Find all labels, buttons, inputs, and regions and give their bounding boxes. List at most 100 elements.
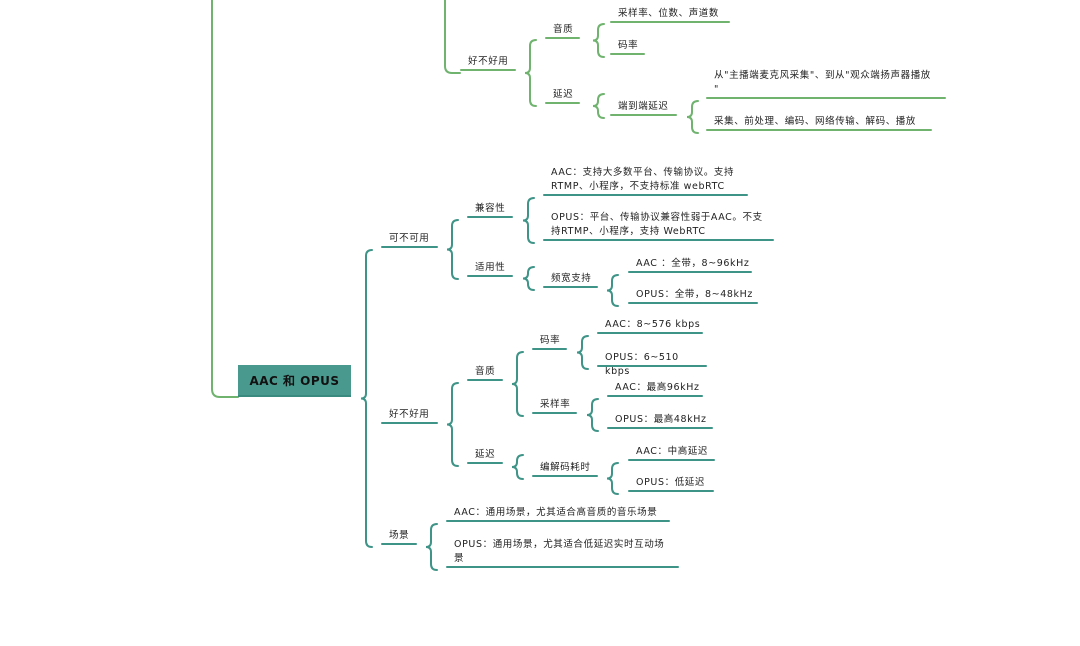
node-label: OPUS：平台、传输协议兼容性弱于AAC。不支 持RTMP、小程序，支持 Web… [551, 212, 763, 237]
node-quality-top[interactable]: 音质 [545, 23, 580, 39]
bracket-connector [592, 93, 605, 119]
node-underline [460, 68, 516, 71]
node-codec-opus[interactable]: OPUS：低延迟 [628, 476, 714, 492]
node-label: 采样率 [540, 399, 571, 410]
node-latency-top[interactable]: 延迟 [545, 88, 580, 104]
node-compatibility[interactable]: 兼容性 [467, 202, 513, 218]
bracket-connector [524, 39, 537, 107]
node-underline [545, 101, 580, 104]
node-label: 延迟 [475, 449, 496, 460]
node-underline [467, 274, 513, 277]
node-scene-opus[interactable]: OPUS：通用场景，尤其适合低延迟实时互动场 景 [446, 538, 679, 568]
node-scene-aac[interactable]: AAC：通用场景，尤其适合高音质的音乐场景 [446, 506, 670, 522]
node-underline [610, 52, 645, 55]
node-label: OPUS：最高48kHz [615, 414, 707, 425]
node-underline [597, 364, 707, 367]
node-label: AAC：最高96kHz [615, 382, 700, 393]
node-sample-opus[interactable]: OPUS：最高48kHz [607, 413, 713, 429]
node-underline [381, 245, 438, 248]
node-underline [610, 20, 730, 23]
node-bitrate-aac[interactable]: AAC：8~576 kbps [597, 318, 703, 334]
node-label: 端到端延迟 [618, 101, 669, 112]
node-latency-bottom[interactable]: 延迟 [467, 448, 503, 464]
node-label: 采集、前处理、编码、网络传输、解码、播放 [714, 116, 917, 127]
node-sample-bits-channels[interactable]: 采样率、位数、声道数 [610, 7, 730, 23]
node-label: 延迟 [553, 89, 574, 100]
node-underline [706, 128, 932, 131]
bracket-connector [511, 351, 524, 417]
node-underline [706, 96, 946, 99]
node-compat-aac[interactable]: AAC：支持大多数平台、传输协议。支持 RTMP、小程序，不支持标准 webRT… [543, 166, 748, 196]
node-label: 适用性 [475, 262, 506, 273]
node-underline [532, 347, 567, 350]
node-label: OPUS：6~510 kbps [605, 352, 683, 377]
node-label: 音质 [553, 24, 574, 35]
node-good-top[interactable]: 好不好用 [460, 55, 516, 71]
node-label: 场景 [389, 530, 410, 541]
node-bandwidth[interactable]: 频宽支持 [543, 272, 598, 288]
node-underline [543, 193, 748, 196]
node-underline [467, 215, 513, 218]
node-underline [446, 565, 679, 568]
bracket-connector [446, 219, 459, 280]
node-scenarios[interactable]: 场景 [381, 529, 417, 545]
node-label: 频宽支持 [551, 273, 592, 284]
node-bitrate-opus[interactable]: OPUS：6~510 kbps [597, 351, 707, 377]
node-e2e-stages[interactable]: 采集、前处理、编码、网络传输、解码、播放 [706, 115, 932, 131]
node-label: 采样率、位数、声道数 [618, 8, 720, 19]
bracket-connector [606, 274, 619, 307]
node-compat-opus[interactable]: OPUS：平台、传输协议兼容性弱于AAC。不支 持RTMP、小程序，支持 Web… [543, 211, 774, 241]
node-label: OPUS：通用场景，尤其适合低延迟实时互动场 景 [454, 539, 665, 564]
node-label: 音质 [475, 366, 496, 377]
node-label: 码率 [618, 40, 639, 51]
node-label: AAC：通用场景，尤其适合高音质的音乐场景 [454, 507, 658, 518]
bracket-connector [576, 335, 589, 370]
node-underline [467, 461, 503, 464]
node-codec-time[interactable]: 编解码耗时 [532, 461, 598, 477]
node-underline [597, 331, 703, 334]
node-underline [543, 238, 774, 241]
node-label: 码率 [540, 335, 561, 346]
bracket-connector [592, 23, 605, 58]
node-label: 从"主播端麦克风采集"、到从"观众端扬声器播放 " [714, 70, 931, 95]
node-underline [532, 474, 598, 477]
node-label: OPUS：全带，8~48kHz [636, 289, 753, 300]
node-applicability[interactable]: 适用性 [467, 261, 513, 277]
node-usable[interactable]: 可不可用 [381, 232, 438, 248]
bracket-connector [360, 249, 373, 548]
node-underline [381, 542, 417, 545]
node-underline [532, 411, 577, 414]
node-underline [610, 113, 677, 116]
node-good-bottom[interactable]: 好不好用 [381, 408, 438, 424]
bracket-connector [522, 266, 535, 291]
node-band-aac[interactable]: AAC ：全带，8~96kHz [628, 257, 752, 273]
bracket-connector [446, 382, 459, 467]
node-bitrate-top[interactable]: 码率 [610, 39, 645, 55]
node-underline [467, 378, 503, 381]
node-e2e-definition[interactable]: 从"主播端麦克风采集"、到从"观众端扬声器播放 " [706, 69, 946, 99]
node-codec-aac[interactable]: AAC：中高延迟 [628, 445, 715, 461]
node-label: 可不可用 [389, 233, 430, 244]
node-underline [607, 394, 703, 397]
node-underline [543, 285, 598, 288]
bracket-connector [586, 398, 599, 432]
node-label: 编解码耗时 [540, 462, 591, 473]
node-bitrate[interactable]: 码率 [532, 334, 567, 350]
node-band-opus[interactable]: OPUS：全带，8~48kHz [628, 288, 758, 304]
node-label: AAC：8~576 kbps [605, 319, 701, 330]
node-quality-bottom[interactable]: 音质 [467, 365, 503, 381]
bracket-connector [425, 523, 438, 571]
node-label: 好不好用 [389, 409, 430, 420]
node-end-to-end[interactable]: 端到端延迟 [610, 100, 677, 116]
node-underline [628, 458, 715, 461]
bracket-connector [511, 454, 524, 480]
node-underline [607, 426, 713, 429]
bracket-connector [522, 197, 535, 244]
bracket-connector [686, 100, 699, 134]
root-node[interactable]: AAC 和 OPUS [238, 365, 351, 397]
node-sample-rate[interactable]: 采样率 [532, 398, 577, 414]
node-sample-aac[interactable]: AAC：最高96kHz [607, 381, 703, 397]
node-underline [381, 421, 438, 424]
